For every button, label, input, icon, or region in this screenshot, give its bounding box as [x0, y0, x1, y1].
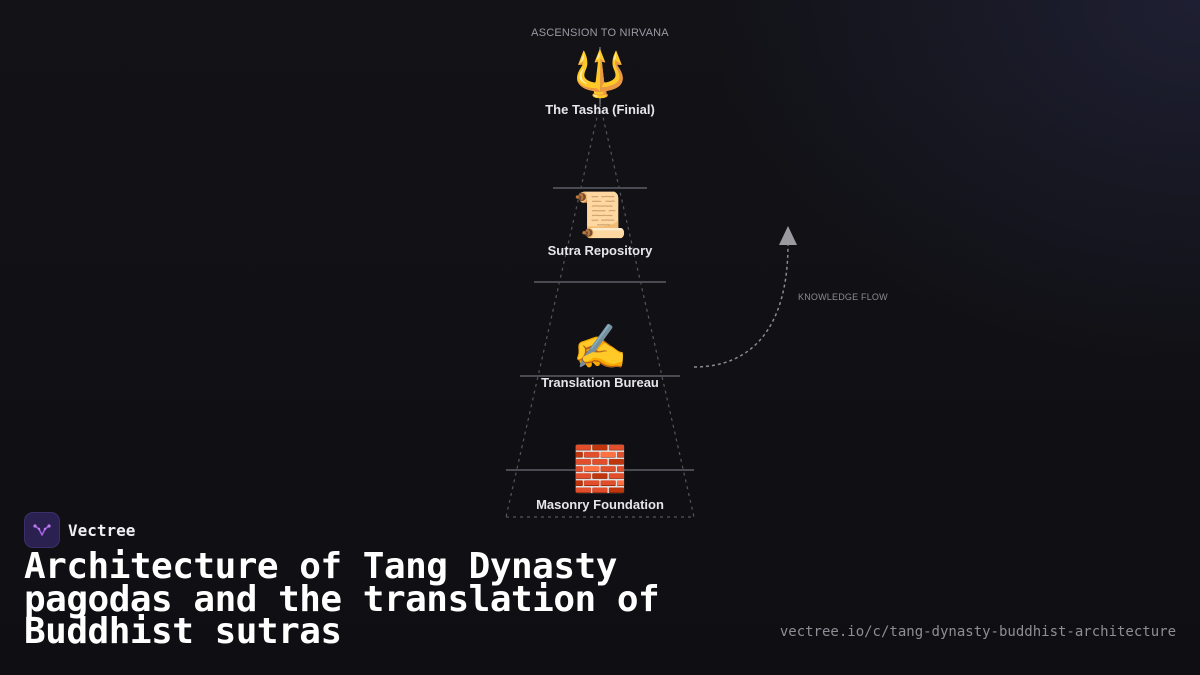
diagram-caption: ASCENSION TO NIRVANA [531, 27, 669, 39]
brand-name: Vectree [68, 520, 136, 540]
tier-sutra-repository: 📜 Sutra Repository [450, 191, 750, 258]
page-title: Architecture of Tang Dynasty pagodas and… [24, 546, 660, 652]
tier-label: Sutra Repository [547, 243, 653, 258]
vectree-logo-icon [24, 512, 60, 548]
tier-masonry-foundation: 🧱 Masonry Foundation [450, 445, 750, 512]
pagoda-outline [505, 47, 695, 518]
tier-label: The Tasha (Finial) [545, 102, 655, 117]
knowledge-flow-arrow [693, 226, 797, 368]
brand: Vectree [24, 512, 135, 548]
knowledge-flow-label: KNOWLEDGE FLOW [798, 292, 888, 302]
trident-icon: 🔱 [572, 50, 628, 99]
brick-icon: 🧱 [572, 445, 628, 494]
scroll-icon: 📜 [572, 191, 628, 240]
tier-translation-bureau: ✍️ Translation Bureau [450, 323, 750, 390]
writing-hand-icon: ✍️ [572, 323, 628, 372]
tier-label: Masonry Foundation [536, 497, 664, 512]
tier-dividers [506, 187, 694, 471]
tier-label: Translation Bureau [541, 375, 659, 390]
tier-tasha: 🔱 The Tasha (Finial) [450, 50, 750, 117]
page-url[interactable]: vectree.io/c/tang-dynasty-buddhist-archi… [779, 624, 1176, 640]
arrowhead-icon [779, 226, 797, 245]
